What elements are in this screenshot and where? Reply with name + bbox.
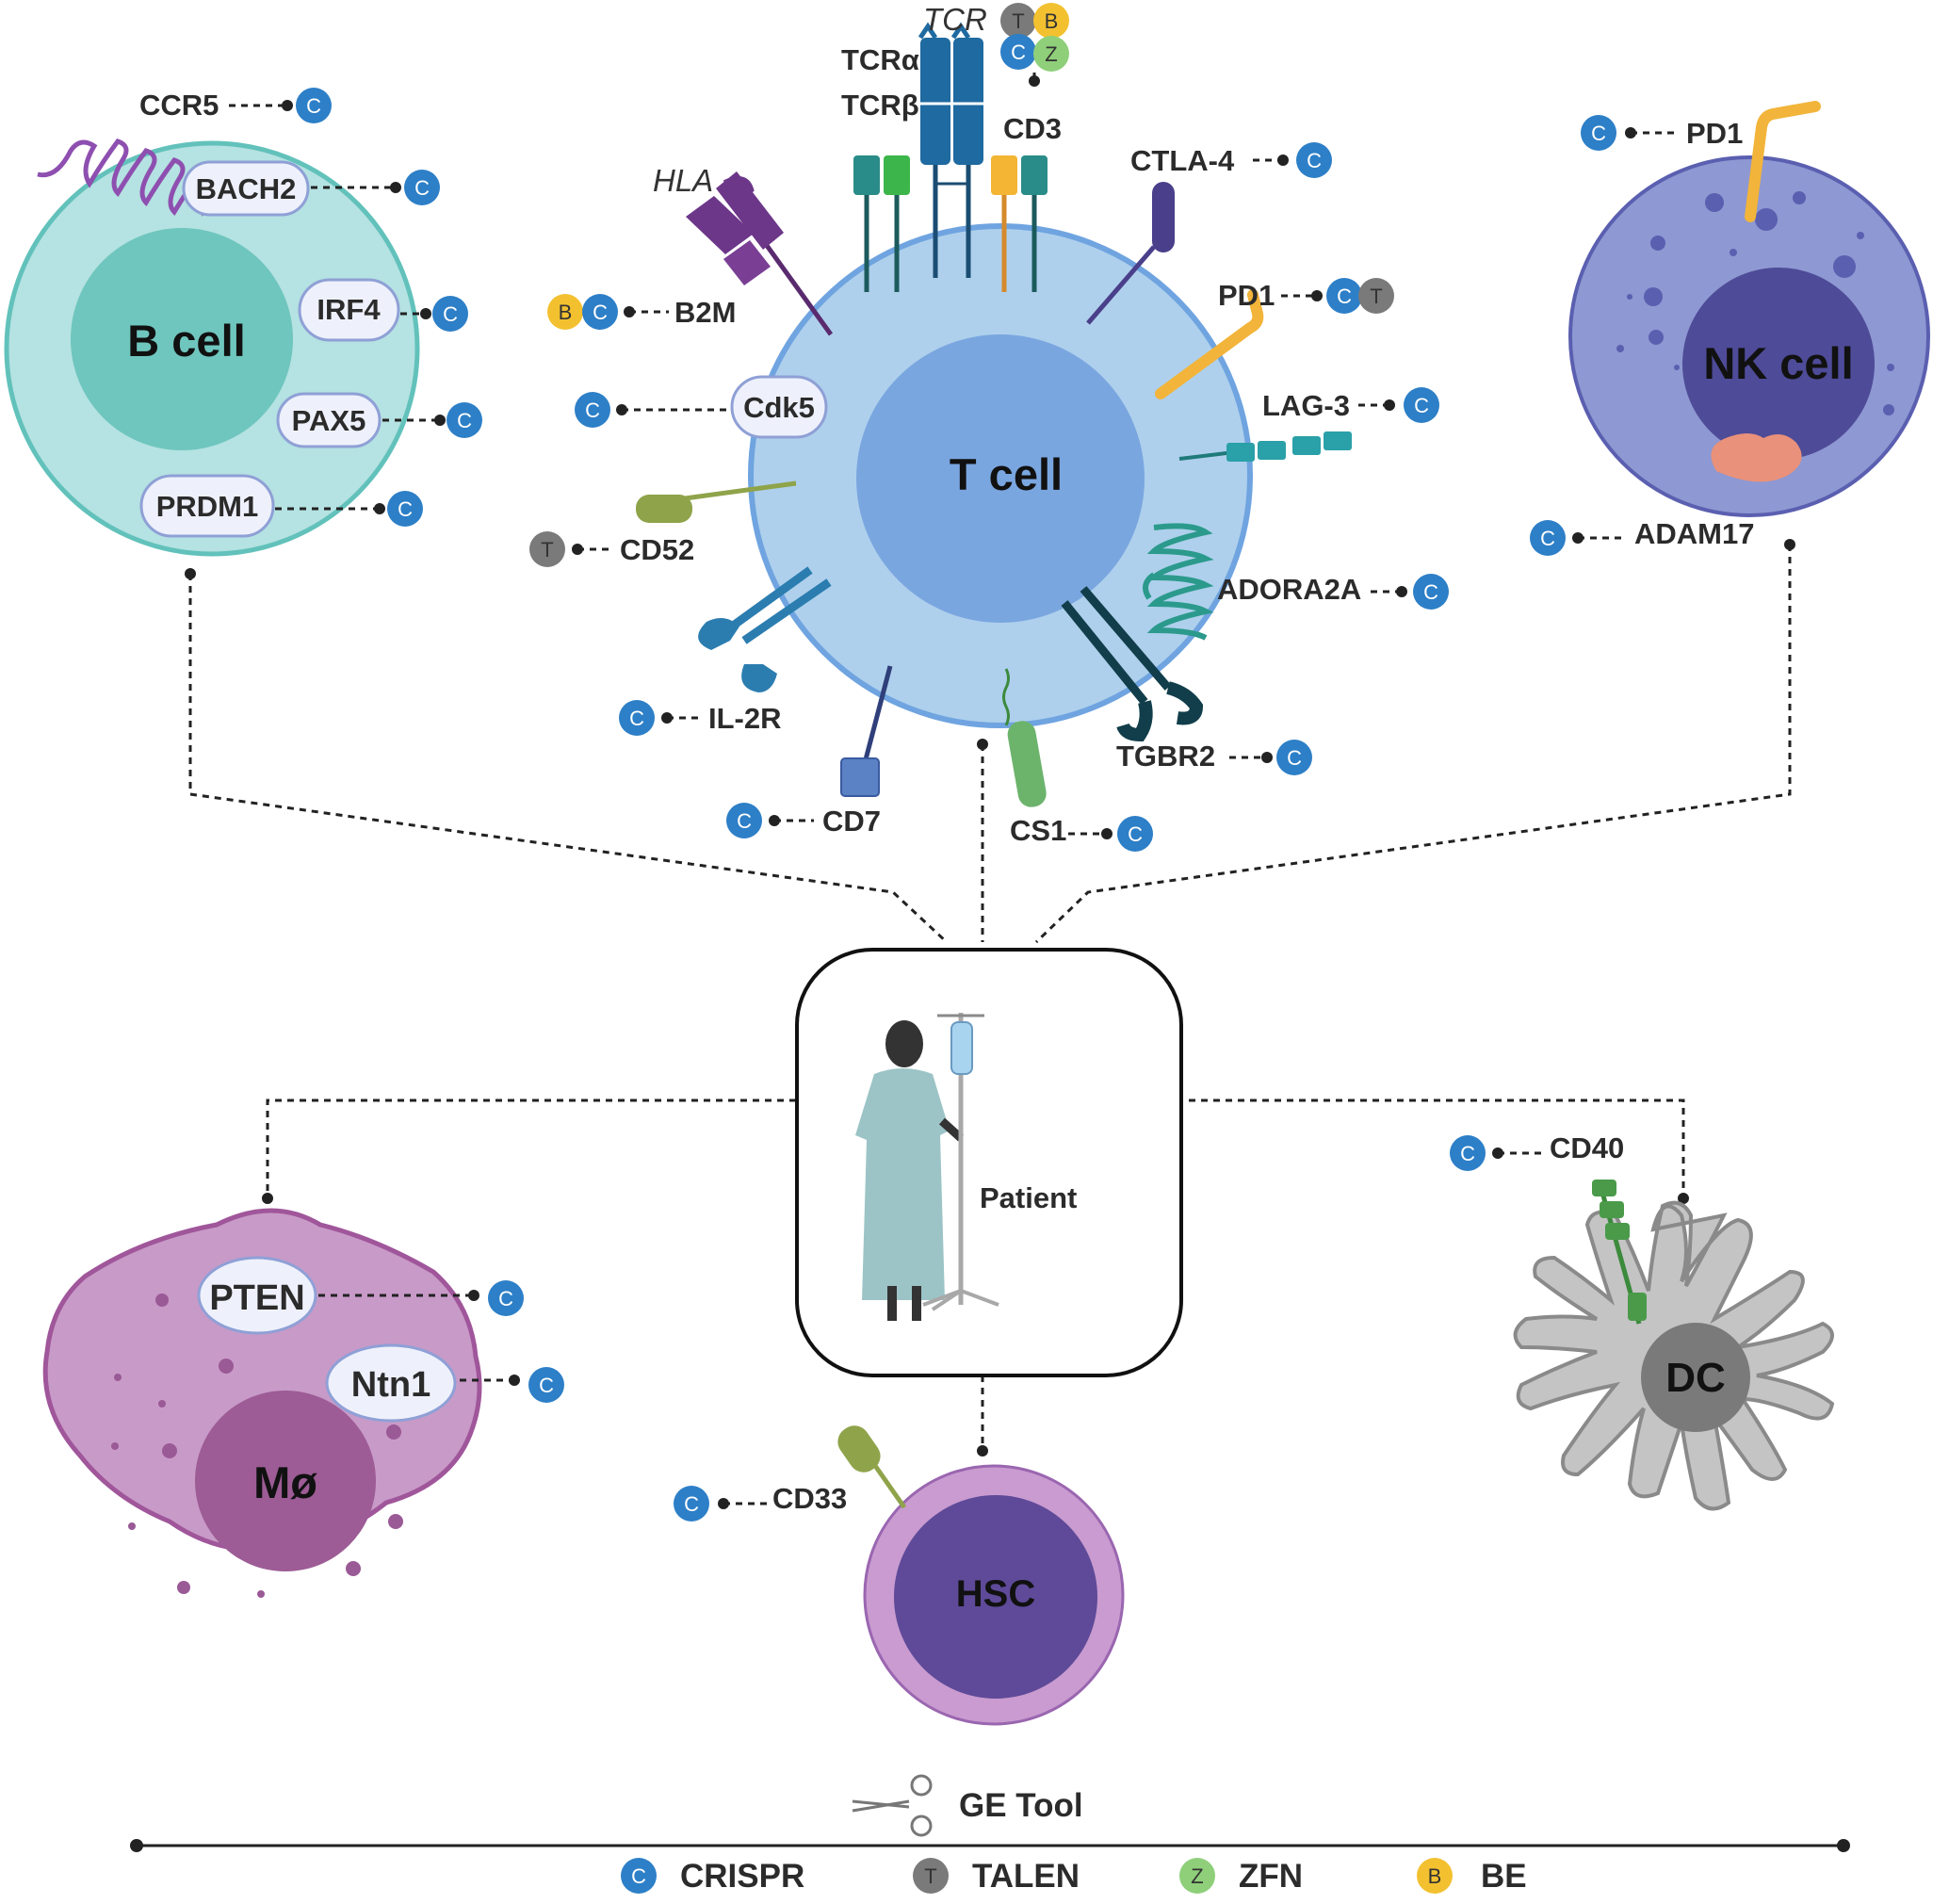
cd3-label: CD3 <box>1003 112 1062 145</box>
pten-label: PTEN <box>209 1278 304 1318</box>
cdk5-label: Cdk5 <box>743 391 815 424</box>
legend-label-be: BE <box>1481 1858 1527 1895</box>
granules <box>111 1294 403 1598</box>
talen-badge <box>529 531 565 567</box>
macrophage: Mø PTEN Ntn1 <box>42 1208 564 1598</box>
crispr-badge <box>1117 816 1153 852</box>
irf4-label: IRF4 <box>317 293 381 326</box>
crispr-badge <box>726 803 762 838</box>
cd52-molecule-icon <box>636 480 797 523</box>
t-cell-label: T cell <box>950 449 1063 499</box>
cd52-label: CD52 <box>620 533 694 566</box>
crispr-badge <box>528 1367 564 1403</box>
adora2a-receptor-icon <box>1143 523 1214 641</box>
be-badge <box>547 294 583 330</box>
tcra-label: TCRα <box>841 43 919 76</box>
crispr-badge <box>432 296 468 332</box>
ntn1-label: Ntn1 <box>351 1365 430 1405</box>
nk-pd1-label: PD1 <box>1686 117 1743 150</box>
crispr-badge <box>1530 520 1566 556</box>
crispr-badge <box>1581 115 1616 151</box>
crispr-badge <box>1296 142 1332 178</box>
cs1-label: CS1 <box>1010 814 1066 847</box>
legend-item-crispr: CRISPR <box>621 1858 804 1895</box>
tcr-label[interactable]: TCR <box>923 2 987 37</box>
crispr-badge <box>1404 387 1439 423</box>
connector-lines <box>185 539 1795 1456</box>
hsc-label: HSC <box>956 1573 1035 1615</box>
tcrb-label: TCRβ <box>841 89 919 122</box>
legend-item-zfn: ZFN <box>1179 1858 1303 1895</box>
crispr-badge <box>1276 740 1312 775</box>
dendritic-cell: DC CD40 <box>1450 1131 1835 1511</box>
prdm1-label: PRDM1 <box>156 490 259 523</box>
b-cell-label: B cell <box>127 316 245 366</box>
be-badge <box>1033 3 1069 39</box>
macrophage-label: Mø <box>253 1457 317 1507</box>
crispr-badge <box>387 491 423 527</box>
tcr-complex-icon <box>853 22 1048 292</box>
patient-label: Patient <box>980 1181 1077 1214</box>
tgbr2-label: TGBR2 <box>1116 740 1215 773</box>
crispr-badge <box>575 392 610 428</box>
crispr-badge <box>619 700 655 736</box>
zfn-badge <box>1033 36 1069 72</box>
crispr-badge <box>447 402 482 438</box>
b2m-label: B2M <box>674 296 736 329</box>
talen-badge <box>1358 278 1394 314</box>
cd7-label: CD7 <box>822 805 881 838</box>
legend-title: GE Tool <box>959 1787 1083 1824</box>
legend-label-talen: TALEN <box>972 1858 1080 1895</box>
crispr-badge <box>674 1486 709 1522</box>
lag3-molecule-icon <box>1178 431 1352 462</box>
adam17-label: ADAM17 <box>1634 517 1754 550</box>
hsc: HSC CD33 <box>674 1425 1125 1726</box>
dc-label: DC <box>1665 1355 1726 1401</box>
cs1-molecule-icon <box>1002 668 1047 807</box>
ctla4-label: CTLA-4 <box>1130 144 1235 177</box>
hla-molecule-icon <box>686 171 834 336</box>
crispr-badge <box>1000 34 1036 70</box>
lag3-label: LAG-3 <box>1262 389 1350 422</box>
granules <box>1616 191 1894 415</box>
crispr-badge <box>488 1280 524 1316</box>
b-cell: B cell CCR5 BACH2 IRF4 PAX5 PRDM1 <box>4 88 482 557</box>
patient-box: Patient <box>795 948 1183 1377</box>
crispr-badge <box>582 294 618 330</box>
pd1-receptor-icon <box>1155 289 1264 399</box>
cd40-receptor-icon <box>1592 1180 1647 1325</box>
cd7-molecule-icon <box>840 665 893 797</box>
ctla4-molecule-icon <box>1086 182 1175 325</box>
tgbr2-receptor-icon <box>1061 586 1204 742</box>
legend: GE Tool CRISPR TALEN ZFN BE <box>130 1774 1850 1895</box>
iv-drip-icon <box>922 1013 999 1311</box>
legend-item-be: BE <box>1417 1858 1527 1895</box>
talen-badge <box>1000 3 1036 39</box>
legend-label-zfn: ZFN <box>1239 1858 1303 1895</box>
il2r-label: IL-2R <box>708 702 782 735</box>
t-cell: T cell TCR TCRα TCRβ CD3 <box>529 2 1449 852</box>
adora2a-label: ADORA2A <box>1217 573 1361 606</box>
legend-item-talen: TALEN <box>913 1858 1080 1895</box>
cd40-label: CD40 <box>1550 1131 1624 1164</box>
crispr-badge <box>296 88 332 123</box>
legend-label-crispr: CRISPR <box>680 1858 804 1895</box>
nk-cell: NK cell PD1 ADAM17 <box>1530 101 1930 556</box>
cd33-label: CD33 <box>772 1482 847 1515</box>
crispr-badge <box>404 170 440 205</box>
crispr-badge <box>1413 574 1449 610</box>
crispr-badge <box>1450 1135 1486 1171</box>
ccr5-label: CCR5 <box>139 89 219 122</box>
bach2-label: BACH2 <box>196 172 297 205</box>
patient-icon <box>855 1020 965 1321</box>
tcell-pd1-label: PD1 <box>1218 279 1275 312</box>
scissors-icon <box>852 1774 933 1837</box>
nk-cell-label: NK cell <box>1703 338 1853 388</box>
il2r-receptor-icon <box>698 566 832 692</box>
crispr-badge <box>1326 278 1362 314</box>
hla-label: HLA <box>653 163 713 198</box>
pax5-label: PAX5 <box>292 404 366 437</box>
